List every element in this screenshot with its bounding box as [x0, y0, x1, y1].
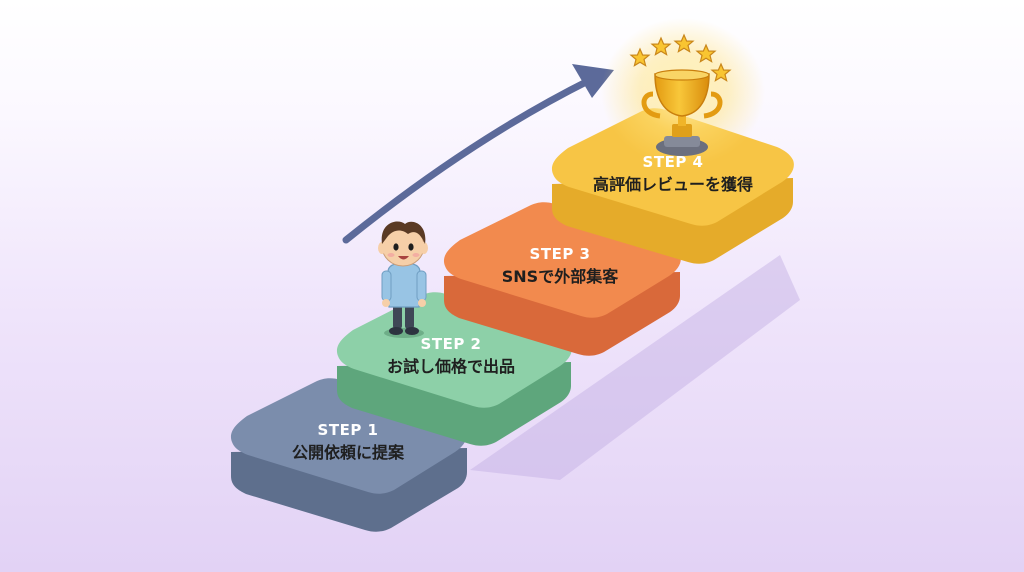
- stairs-shadow: [470, 255, 800, 480]
- child-figure-icon: [378, 221, 428, 338]
- star-icon: [629, 33, 732, 82]
- trophy-icon: [641, 69, 723, 156]
- upward-arrow-icon: [342, 64, 614, 244]
